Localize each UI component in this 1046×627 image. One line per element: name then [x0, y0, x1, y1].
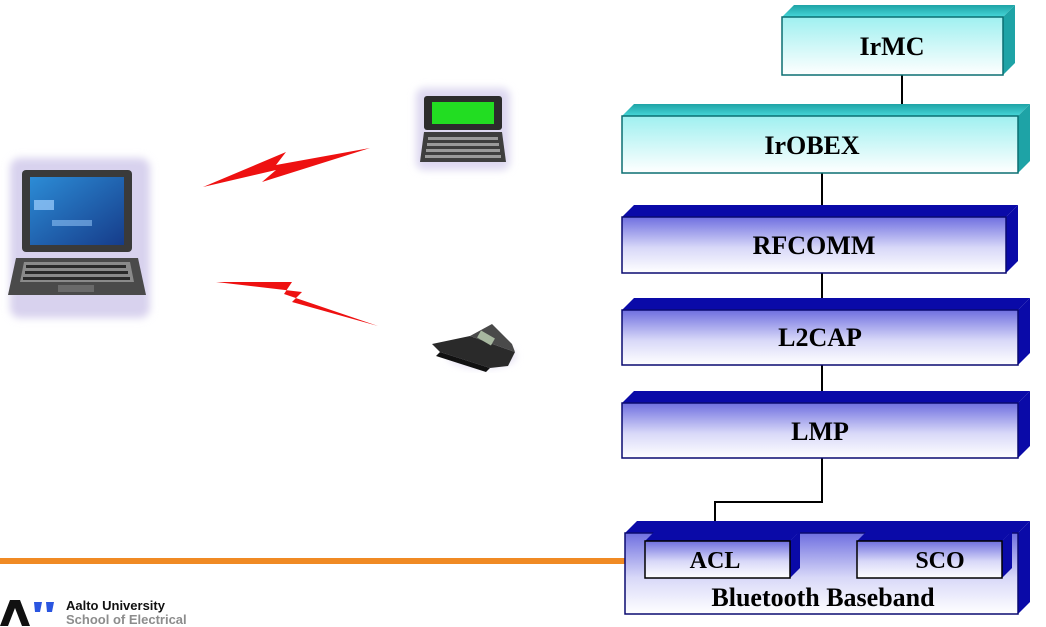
- layer-label-rfcomm: RFCOMM: [753, 231, 876, 260]
- layer-lmp: LMP: [621, 391, 1030, 459]
- layer-rfcomm: RFCOMM: [621, 205, 1018, 274]
- logo-line-1: Aalto University: [66, 598, 165, 613]
- pda-icon: [416, 88, 510, 170]
- baseband-sco: SCO: [856, 531, 1012, 579]
- layer-l2cap: L2CAP: [621, 298, 1030, 366]
- connector-lmp-baseband: [714, 458, 823, 537]
- mobile-phone-icon: [432, 324, 516, 372]
- baseband-label: Bluetooth Baseband: [711, 583, 935, 612]
- layer-baseband: ACL SCO Bluetooth Baseband: [624, 521, 1030, 615]
- aalto-logo-icon: [0, 600, 54, 626]
- layer-label-irmc: IrMC: [860, 32, 925, 61]
- lightning-bolt-upper: [203, 148, 370, 187]
- layer-label-l2cap: L2CAP: [778, 323, 862, 352]
- sco-label: SCO: [915, 548, 964, 574]
- lightning-bolt-lower: [216, 282, 378, 326]
- layer-label-irobex: IrOBEX: [764, 131, 860, 160]
- layer-irobex: IrOBEX: [621, 104, 1030, 174]
- laptop-icon: [8, 158, 150, 318]
- layer-label-lmp: LMP: [791, 417, 849, 446]
- logo-line-2: School of Electrical: [66, 612, 187, 627]
- acl-label: ACL: [690, 548, 741, 574]
- baseband-acl: ACL: [644, 531, 800, 579]
- aalto-logo-text: Aalto University School of Electrical: [66, 599, 187, 627]
- layer-irmc: IrMC: [781, 5, 1015, 76]
